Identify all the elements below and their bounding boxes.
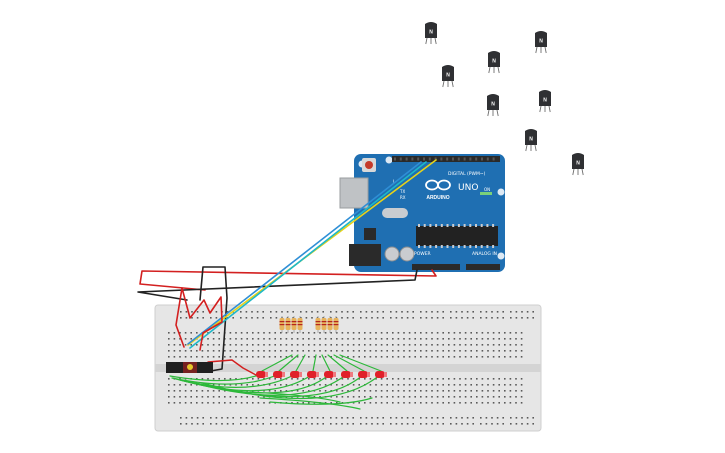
led-5[interactable]: [324, 371, 336, 378]
capacitor-2: [399, 246, 415, 262]
analog-header[interactable]: [466, 264, 500, 270]
transistor-2[interactable]: N: [535, 31, 547, 54]
wire-green-19[interactable]: [269, 397, 373, 405]
wire-black-loop[interactable]: [199, 266, 228, 373]
wire-green-14[interactable]: [327, 354, 348, 372]
shift-register-ic[interactable]: [166, 362, 213, 373]
transistor-8[interactable]: N: [572, 153, 584, 176]
resistor-7[interactable]: [327, 316, 333, 333]
crystal: [382, 208, 408, 218]
wire-red-loop[interactable]: [175, 287, 223, 351]
led-4[interactable]: [307, 371, 319, 378]
breadboard[interactable]: [154, 304, 542, 432]
wire-blue-latch[interactable]: [187, 161, 422, 345]
resistors[interactable]: [279, 316, 339, 333]
transistor-label: N: [539, 39, 543, 45]
wire-green-16[interactable]: [339, 354, 382, 372]
resistor-4[interactable]: [297, 316, 303, 333]
transistor-1[interactable]: N: [425, 22, 437, 45]
led-3[interactable]: [290, 371, 302, 378]
resistor-3[interactable]: [291, 316, 297, 333]
capacitor-1: [384, 246, 400, 262]
wire-green-2[interactable]: [171, 373, 280, 385]
transistor-5[interactable]: N: [539, 90, 551, 113]
wire-red-ic-led[interactable]: [207, 359, 257, 376]
transistor-label: N: [492, 59, 496, 65]
wire-green-17[interactable]: [249, 391, 341, 403]
transistor-7[interactable]: N: [525, 129, 537, 152]
resistor-1[interactable]: [279, 316, 285, 333]
wire-green-13[interactable]: [321, 354, 331, 372]
transistor-label: N: [429, 30, 433, 36]
arduino-uno-board[interactable]: DIGITAL (PWM~) POWER ANALOG IN ARDUINO U…: [339, 154, 505, 272]
resistor-8[interactable]: [333, 316, 339, 333]
atmega-chip: [416, 226, 498, 246]
transistor-label: N: [543, 98, 547, 104]
wire-green-15[interactable]: [333, 354, 365, 372]
resistor-2[interactable]: [285, 316, 291, 333]
wire-green-18[interactable]: [259, 397, 361, 410]
transistor-3[interactable]: N: [488, 51, 500, 74]
voltage-regulator: [364, 228, 376, 240]
led-8[interactable]: [375, 371, 387, 378]
l-led-label: L: [393, 179, 396, 184]
resistor-6[interactable]: [321, 316, 327, 333]
power-header[interactable]: [412, 264, 460, 270]
led-2[interactable]: [273, 371, 285, 378]
wire-green-9[interactable]: [261, 354, 293, 372]
wire-black-ground[interactable]: [137, 269, 418, 301]
digital-header-label: DIGITAL (PWM~): [448, 171, 486, 177]
on-led-label: ON: [484, 187, 490, 192]
analog-header-label: ANALOG IN: [472, 251, 497, 257]
breadboard-holes: [168, 311, 534, 425]
wire-red-power[interactable]: [139, 269, 437, 291]
transistor-4[interactable]: N: [442, 65, 454, 88]
wire-green-11[interactable]: [295, 354, 306, 372]
rx-led-label: RX: [400, 195, 406, 200]
led-1[interactable]: [256, 371, 268, 378]
wire-green-10[interactable]: [278, 354, 299, 372]
wire-cyan-clock[interactable]: [189, 161, 427, 349]
transistor-label: N: [491, 102, 495, 108]
wires[interactable]: [137, 159, 437, 410]
transistor-label: N: [446, 73, 450, 79]
wire-green-8[interactable]: [201, 373, 382, 400]
model-label: UNO: [458, 183, 478, 193]
tx-led-label: TX: [399, 189, 405, 194]
transistor-label: N: [576, 161, 580, 167]
brand-label: ARDUINO: [426, 195, 449, 201]
atmega-pins: [394, 157, 495, 248]
leds[interactable]: [256, 371, 387, 378]
wire-green-1[interactable]: [169, 373, 263, 382]
power-jack: [349, 244, 381, 266]
power-header-label: POWER: [414, 251, 431, 257]
arduino-logo: ARDUINO: [425, 179, 451, 201]
resistor-5[interactable]: [315, 316, 321, 333]
usb-connector: [339, 177, 369, 209]
led-6[interactable]: [341, 371, 353, 378]
transistor-label: N: [529, 137, 533, 143]
led-7[interactable]: [358, 371, 370, 378]
digital-header[interactable]: [392, 156, 500, 162]
wire-green-12[interactable]: [312, 354, 317, 372]
transistors[interactable]: N N N N N N N N: [425, 22, 584, 176]
transistor-6[interactable]: N: [487, 94, 499, 117]
green-wires[interactable]: [169, 354, 382, 410]
